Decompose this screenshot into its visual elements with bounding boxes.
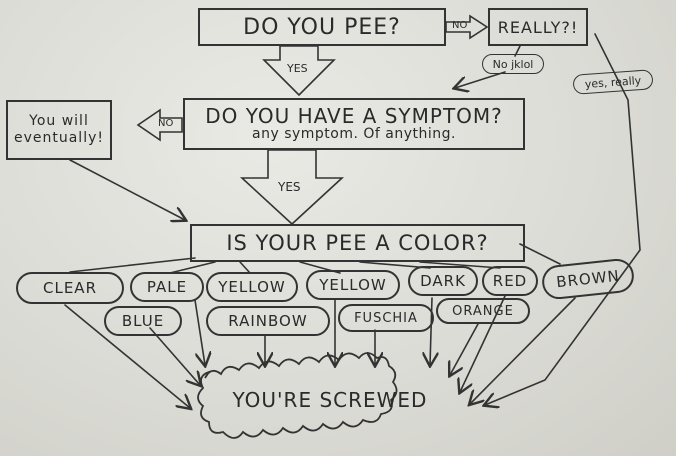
yes-arrow-down-1 — [262, 45, 336, 97]
edge-no-label: NO — [452, 20, 468, 31]
edge-no-left-label: NO — [158, 118, 174, 129]
edge-yes-label-2: YES — [278, 180, 301, 194]
color-pill-yellow-2: YELLOW — [306, 270, 400, 300]
symptom-question-text: DO YOU HAVE A SYMPTOM? — [205, 104, 503, 129]
color-pill-dark: DARK — [408, 266, 478, 296]
color-pill-clear: CLEAR — [16, 272, 124, 304]
edge-no-jklol-label: No jklol — [482, 54, 544, 74]
yes-really-line — [485, 33, 641, 405]
result-cloud — [197, 352, 398, 439]
color-pill-fuschia: FUSCHIA — [338, 304, 434, 332]
color-pill-red: RED — [482, 266, 538, 296]
color-question-box: IS YOUR PEE A COLOR? — [190, 224, 525, 262]
color-pill-rainbow: RAINBOW — [206, 306, 330, 336]
eventually-to-color — [69, 159, 185, 220]
no-arrow-left — [136, 108, 183, 142]
question-pee-box: DO YOU PEE? — [198, 8, 446, 46]
really-box: REALLY?! — [488, 8, 588, 46]
symptom-box: DO YOU HAVE A SYMPTOM? any symptom. Of a… — [183, 98, 525, 150]
result-text: YOU'RE SCREWED — [232, 388, 428, 412]
yes-arrow-down-2 — [239, 149, 345, 226]
jklol-arrow — [455, 71, 506, 88]
question-pee-text: DO YOU PEE? — [243, 14, 401, 40]
color-pill-orange: ORANGE — [436, 298, 530, 324]
really-text: REALLY?! — [497, 17, 579, 37]
color-pill-yellow-1: YELLOW — [206, 272, 298, 302]
color-pill-pale: PALE — [130, 272, 204, 302]
color-question-text: IS YOUR PEE A COLOR? — [226, 231, 489, 255]
eventually-text: You will eventually! — [13, 113, 104, 146]
edge-yes-label: YES — [287, 62, 308, 75]
eventually-box: You will eventually! — [6, 100, 112, 160]
symptom-subtitle-text: any symptom. Of anything. — [252, 126, 456, 143]
no-arrow-right — [445, 14, 489, 40]
color-pill-blue: BLUE — [104, 306, 182, 336]
